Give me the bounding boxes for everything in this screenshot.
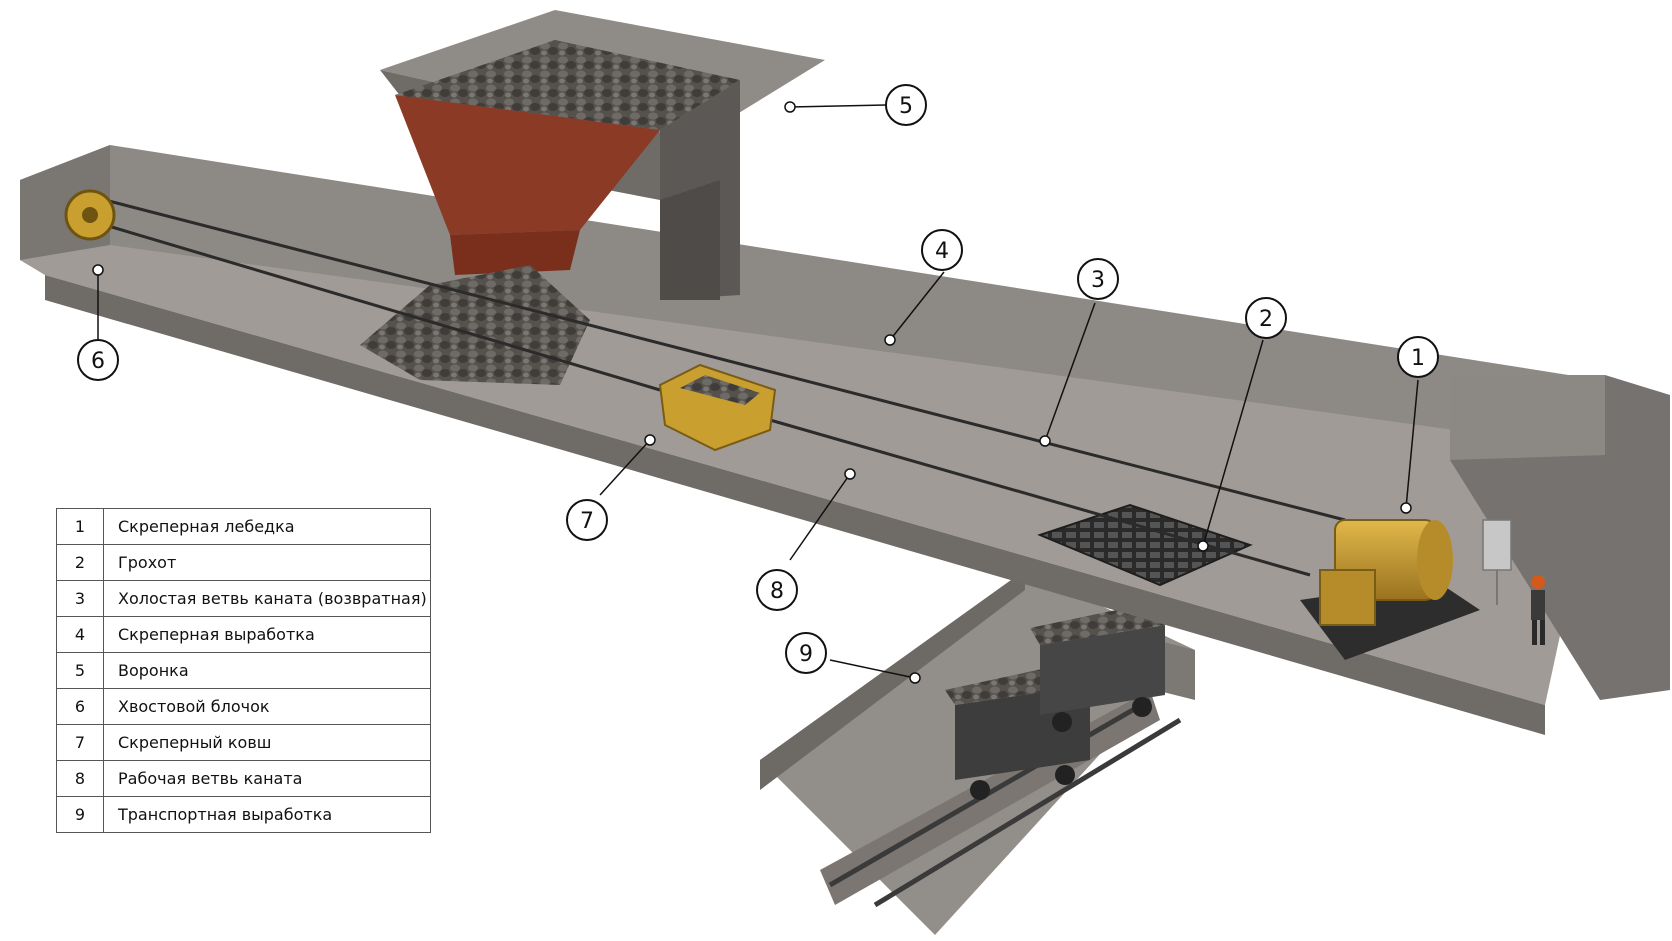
legend-number: 2 [56, 544, 104, 581]
callout-5: 5 [885, 84, 927, 126]
worker-figure [1531, 575, 1545, 645]
leader-lines [97, 104, 1419, 679]
svg-text:9: 9 [799, 642, 813, 667]
svg-text:7: 7 [580, 509, 594, 534]
transport-drift [760, 570, 1195, 935]
legend-number: 6 [56, 688, 104, 725]
cable-return-branch [104, 198, 1346, 522]
svg-text:6: 6 [91, 349, 105, 374]
callout-8: 8 [756, 569, 798, 611]
svg-text:3: 3 [1091, 268, 1105, 293]
legend-label: Холостая ветвь каната (возвратная) [103, 580, 431, 617]
legend-number: 8 [56, 760, 104, 797]
legend-number: 5 [56, 652, 104, 689]
svg-text:2: 2 [1259, 307, 1273, 332]
hopper [380, 10, 825, 300]
scraper-winch [1300, 519, 1480, 660]
callout-4: 4 [921, 229, 963, 271]
svg-text:1: 1 [1411, 346, 1425, 371]
ore-pile [360, 265, 590, 385]
legend-label: Рабочая ветвь каната [103, 760, 431, 797]
anchor-dots [92, 101, 1412, 684]
legend-label: Скреперная лебедка [103, 508, 431, 545]
legend-number: 4 [56, 616, 104, 653]
scraper-bucket [658, 363, 777, 452]
legend-number: 1 [56, 508, 104, 545]
legend-label: Скреперная выработка [103, 616, 431, 653]
legend-label: Транспортная выработка [103, 796, 431, 833]
svg-text:4: 4 [935, 239, 949, 264]
legend-label: Воронка [103, 652, 431, 689]
tail-pulley [64, 189, 116, 241]
legend-number: 9 [56, 796, 104, 833]
callout-6: 6 [77, 339, 119, 381]
callout-7: 7 [566, 499, 608, 541]
svg-text:5: 5 [899, 94, 913, 119]
legend-label: Скреперный ковш [103, 724, 431, 761]
legend-label: Грохот [103, 544, 431, 581]
legend-number: 7 [56, 724, 104, 761]
callout-1: 1 [1397, 336, 1439, 378]
legend-number: 3 [56, 580, 104, 617]
legend-label: Хвостовой блочок [103, 688, 431, 725]
callout-9: 9 [785, 632, 827, 674]
control-panel [1482, 519, 1512, 605]
svg-text:8: 8 [770, 579, 784, 604]
callout-3: 3 [1077, 258, 1119, 300]
cable-working-branch [104, 223, 1311, 577]
callout-2: 2 [1245, 297, 1287, 339]
